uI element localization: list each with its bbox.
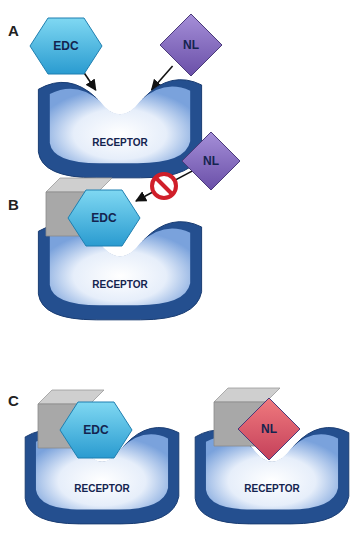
ligand-diamond: NL bbox=[160, 14, 222, 76]
node-label: RECEPTOR bbox=[92, 279, 147, 290]
node-label: RECEPTOR bbox=[92, 137, 147, 148]
node-label: NL bbox=[183, 38, 199, 52]
node-label: RECEPTOR bbox=[74, 483, 129, 494]
panel-letter: A bbox=[8, 22, 19, 39]
edc-hexagon: EDC bbox=[60, 402, 132, 458]
node-label: EDC bbox=[83, 423, 108, 437]
edc-hexagon: EDC bbox=[68, 190, 140, 246]
node-label: EDC bbox=[53, 39, 78, 53]
panel-letter: B bbox=[8, 196, 19, 213]
node-label: NL bbox=[261, 422, 277, 436]
ligand-diamond: NL bbox=[238, 398, 300, 460]
edc-hexagon: EDC bbox=[30, 18, 102, 74]
node-label: NL bbox=[203, 154, 219, 168]
panel-letter: C bbox=[8, 392, 19, 409]
node-label: EDC bbox=[91, 211, 116, 225]
ligand-diamond: NL bbox=[182, 132, 240, 190]
node-label: RECEPTOR bbox=[244, 483, 299, 494]
receptor-shape: RECEPTOR bbox=[35, 72, 205, 180]
shape-outline bbox=[35, 72, 205, 180]
